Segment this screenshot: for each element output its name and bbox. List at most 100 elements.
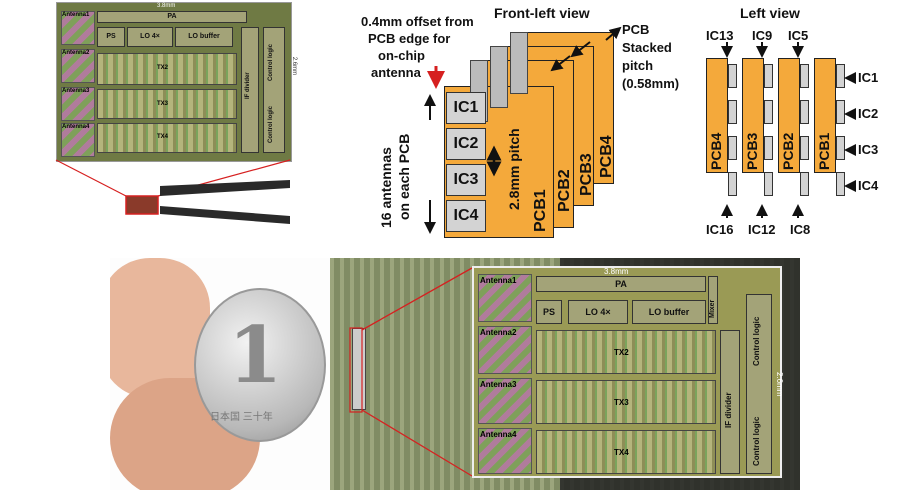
small-tx3-row	[97, 89, 237, 119]
ic12-label: IC12	[748, 222, 776, 237]
small-ifdivider-block	[241, 27, 259, 153]
large-tx3-row	[536, 380, 716, 424]
small-lobuffer-block: LO buffer	[175, 27, 233, 47]
ic4-chip: IC4	[446, 200, 486, 232]
small-antenna2-label: Antenna2	[62, 50, 90, 56]
small-chip-photo: 3.8mm 2.6mm Antenna1 Antenna2 Antenna3 A…	[56, 2, 297, 162]
lv-pcb1	[814, 58, 836, 173]
small-tx2-row	[97, 53, 237, 85]
lv-ic-strip	[764, 172, 773, 196]
offset-note-3: on-chip	[378, 48, 425, 63]
pcb-stacked-4: (0.58mm)	[622, 76, 680, 91]
coin	[194, 288, 326, 442]
pcb4-ic-strip	[510, 32, 528, 94]
large-antenna-4	[478, 428, 532, 474]
lv-ic-strip	[764, 64, 773, 88]
lv-ic3-label: IC3	[858, 142, 879, 157]
large-chip-width-label: 3.8mm	[604, 267, 629, 276]
lv-ic2-label: IC2	[858, 106, 879, 121]
small-lo4-block: LO 4×	[127, 27, 173, 47]
small-tx3-label: TX3	[157, 101, 169, 107]
lv-pcb4	[706, 58, 728, 173]
large-tx2-label: TX2	[614, 348, 629, 357]
large-lo4-block: LO 4×	[568, 300, 628, 324]
small-antenna3-label: Antenna3	[62, 88, 90, 94]
large-antenna1-label: Antenna1	[480, 276, 517, 285]
large-chip: 3.8mm Antenna1 Antenna2 Antenna3 Antenna…	[472, 266, 782, 478]
offset-note-1: 0.4mm offset from	[361, 14, 474, 29]
large-ps-block: PS	[536, 300, 562, 324]
hand-coin-photo: 1 日本国 三十年	[110, 258, 330, 490]
ic1-chip: IC1	[446, 92, 486, 124]
lv-ic4-label: IC4	[858, 178, 879, 193]
large-chip-height-label: 2.6mm	[775, 372, 784, 397]
small-control-block	[263, 27, 285, 153]
small-antenna-1	[61, 11, 95, 45]
thumb	[110, 258, 210, 398]
ic3-chip: IC3	[446, 164, 486, 196]
lv-ic-strip	[800, 100, 809, 124]
large-antenna-2	[478, 326, 532, 374]
large-ifdivider-block	[720, 330, 740, 474]
large-control-block	[746, 294, 772, 474]
lv-pcb2	[778, 58, 800, 173]
small-antenna1-label: Antenna1	[62, 12, 90, 18]
large-antenna-3	[478, 378, 532, 424]
lv-ic-strip	[800, 136, 809, 160]
small-antenna-3	[61, 87, 95, 121]
offset-note-4: antenna	[371, 65, 421, 80]
ic13-label: IC13	[706, 28, 734, 43]
ic2-chip: IC2	[446, 128, 486, 160]
pcb-stacked-1: PCB	[622, 22, 650, 37]
small-antenna-2	[61, 49, 95, 83]
small-ps-block: PS	[97, 27, 125, 47]
large-tx2-row	[536, 330, 716, 374]
ic9-label: IC9	[752, 28, 773, 43]
pcb3-ic-strip	[490, 46, 508, 108]
large-antenna3-label: Antenna3	[480, 380, 517, 389]
large-pa-block: PA	[536, 276, 706, 292]
lv-ic-strip	[764, 100, 773, 124]
lv-ic-strip	[800, 64, 809, 88]
coin-text: 日本国 三十年	[210, 412, 273, 423]
pcb-stacked-2: Stacked	[622, 40, 672, 55]
large-antenna-1	[478, 274, 532, 322]
lv-ic-strip	[728, 64, 737, 88]
lv-ic-strip	[728, 136, 737, 160]
large-tx3-label: TX3	[614, 398, 629, 407]
coin-numeral: 1	[228, 310, 283, 401]
large-control-label-1: Control logic	[752, 316, 761, 366]
large-mixer-label: Mixer	[709, 299, 716, 318]
lv-ic-strip	[728, 100, 737, 124]
lv-ic-strip	[764, 136, 773, 160]
small-tx4-row	[97, 123, 237, 153]
large-control-label-2: Control logic	[752, 416, 761, 466]
left-view-title: Left view	[740, 5, 800, 21]
offset-note-2: PCB edge for	[368, 31, 451, 46]
large-ifdivider-label: IF divider	[724, 392, 733, 428]
lv-ic1-label: IC1	[858, 70, 879, 85]
lv-ic-strip	[800, 172, 809, 196]
small-antenna4-label: Antenna4	[62, 124, 90, 130]
small-tx4-label: TX4	[157, 134, 169, 140]
top-left-zoom-lines	[55, 159, 291, 224]
ic8-label: IC8	[790, 222, 811, 237]
large-tx4-row	[536, 430, 716, 474]
small-tx2-label: TX2	[157, 65, 169, 71]
lv-pcb3	[742, 58, 764, 173]
large-mixer-block	[708, 276, 718, 324]
large-lobuffer-block: LO buffer	[632, 300, 706, 324]
large-antenna4-label: Antenna4	[480, 430, 517, 439]
small-antenna-4	[61, 123, 95, 157]
small-chip-width-label: 3.8mm	[157, 3, 176, 9]
ic16-label: IC16	[706, 222, 734, 237]
lv-ic-strip	[728, 172, 737, 196]
large-antenna2-label: Antenna2	[480, 328, 517, 337]
large-tx4-label: TX4	[614, 448, 629, 457]
small-pa-block: PA	[97, 11, 247, 23]
front-left-title: Front-left view	[494, 5, 590, 21]
ic5-label: IC5	[788, 28, 809, 43]
